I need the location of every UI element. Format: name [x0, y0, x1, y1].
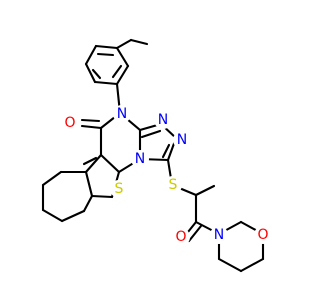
atom-O2: O [172, 228, 190, 246]
bond [140, 129, 162, 139]
atom-label-nitrogen: N [117, 106, 127, 122]
atom-N3: N [173, 131, 191, 149]
bond [82, 156, 98, 166]
bond [96, 52, 115, 57]
atom-N5: N [210, 226, 228, 244]
bond [82, 194, 94, 213]
bond [84, 44, 98, 66]
atom-O3: O [254, 226, 272, 244]
bond [111, 64, 123, 79]
atom-N1: N [113, 105, 131, 123]
bond [41, 170, 63, 187]
bond [187, 224, 203, 243]
bond [41, 208, 64, 223]
bond [94, 44, 119, 50]
atom-label-nitrogen: N [158, 112, 168, 128]
bond-layer [41, 38, 265, 273]
bond [90, 194, 114, 199]
molecule-canvas: O N N N N S S O [41, 38, 272, 273]
bond [60, 209, 86, 223]
bond [93, 80, 119, 86]
bond [84, 62, 97, 84]
bond [91, 68, 102, 80]
atom-label-oxygen: O [257, 227, 268, 243]
atom-label-nitrogen: N [214, 227, 224, 243]
bond [115, 38, 133, 50]
molecule-structure: O N N N N S S O [41, 38, 272, 273]
atom-label-oxygen: O [175, 229, 186, 245]
bond [99, 153, 121, 174]
bond [115, 64, 130, 86]
bond [239, 257, 265, 273]
bond [80, 124, 103, 130]
bond [84, 170, 94, 198]
bond [194, 184, 216, 197]
atom-O1: O [61, 114, 79, 132]
atom-label-sulfur: S [115, 181, 124, 197]
bond [80, 118, 101, 123]
atom-label-nitrogen: N [177, 132, 187, 148]
bond [115, 46, 130, 68]
bond [129, 38, 149, 46]
atom-S1: S [110, 180, 128, 198]
bond [84, 153, 103, 174]
atom-label-layer: O N N N N S S O [61, 105, 272, 246]
atom-label-nitrogen: N [135, 151, 145, 167]
bond [161, 143, 171, 159]
atom-N4: N [131, 150, 149, 168]
atom-S2: S [164, 176, 182, 194]
bond [217, 257, 243, 273]
atom-label-oxygen: O [64, 115, 75, 131]
atom-label-sulfur: S [169, 177, 178, 193]
atom-N2: N [154, 111, 172, 129]
